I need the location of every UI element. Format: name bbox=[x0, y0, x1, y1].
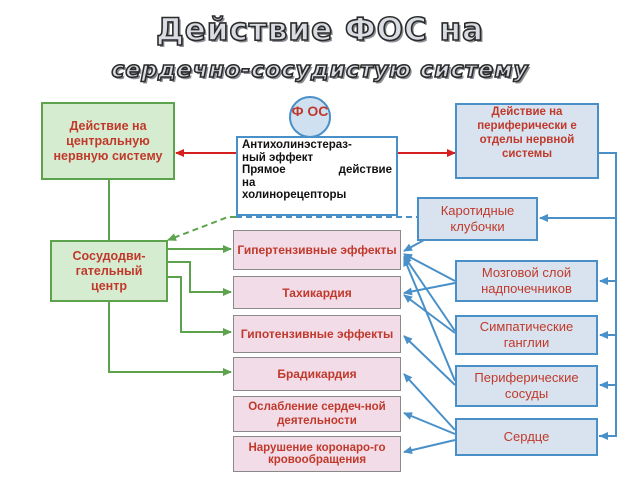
dashed-carotid-vasomotor bbox=[167, 216, 236, 241]
carotid-box: Каротидные клубочки bbox=[417, 197, 538, 241]
center-line-5: холинорецепторы bbox=[242, 189, 347, 201]
center-line-3-right: действие bbox=[338, 164, 392, 176]
effect-coronary-disorder: Нарушение коронаро-го кровообращения bbox=[233, 436, 401, 472]
page-title: Действие ФОС на bbox=[155, 11, 484, 49]
effect-hypotensive: Гипотензивные эффекты bbox=[233, 315, 401, 353]
effect-bradycardia: Брадикардия bbox=[233, 357, 401, 391]
effect-tachycardia: Тахикардия bbox=[233, 276, 401, 309]
fos-circle: Ф ОС bbox=[289, 96, 331, 138]
center-line-3-left: Прямое bbox=[242, 164, 286, 176]
peripheral-box: Действие на периферически е отделы нервн… bbox=[455, 103, 599, 179]
effect-hypertensive: Гипертензивные эффекты bbox=[233, 230, 401, 270]
target-adrenal-medulla: Мозговой слой надпочечников bbox=[455, 260, 598, 302]
arrow-ganglia-tachycardia bbox=[403, 294, 456, 334]
cns-box: Действие на центральную нервную систему bbox=[41, 102, 175, 180]
bracket-peripheral bbox=[599, 152, 617, 437]
arrow-vasomotor-hypotensive bbox=[168, 276, 232, 336]
center-line-3: Прямое действие bbox=[242, 164, 392, 177]
arrow-adrenal-tachycardia bbox=[403, 282, 456, 296]
effect-heart-weakening: Ослабление сердеч-ной деятельности bbox=[233, 396, 401, 432]
center-line-2: ный эффект bbox=[242, 151, 314, 164]
arrow-adrenal-hypertensive bbox=[403, 253, 456, 282]
arrow-vasomotor-tachycardia bbox=[168, 261, 232, 296]
arrow-heart-weakening bbox=[403, 412, 456, 435]
target-heart: Сердце bbox=[455, 418, 598, 456]
center-line-4: на bbox=[242, 176, 256, 189]
arrow-vasomotor-bradycardia bbox=[108, 302, 232, 376]
page-subtitle: сердечно-сосудистую систему bbox=[111, 57, 529, 84]
arrow-ganglia-hypertensive bbox=[403, 255, 456, 332]
target-peripheral-vessels: Периферические сосуды bbox=[455, 365, 598, 407]
arrow-vessels-hypertensive bbox=[403, 257, 456, 382]
arrow-vessels-hypotensive bbox=[403, 335, 456, 386]
target-sympathetic-ganglia: Симпатические ганглии bbox=[455, 315, 598, 355]
arrow-heart-coronary bbox=[403, 439, 456, 455]
vasomotor-center-box: Сосудодви-гательный центр bbox=[50, 240, 168, 302]
arrow-heart-bradycardia bbox=[403, 373, 456, 431]
center-line-1: Антихолинэстераз- bbox=[242, 139, 352, 151]
center-effect-box: Антихолинэстераз- ный эффект Прямое дейс… bbox=[236, 136, 398, 216]
